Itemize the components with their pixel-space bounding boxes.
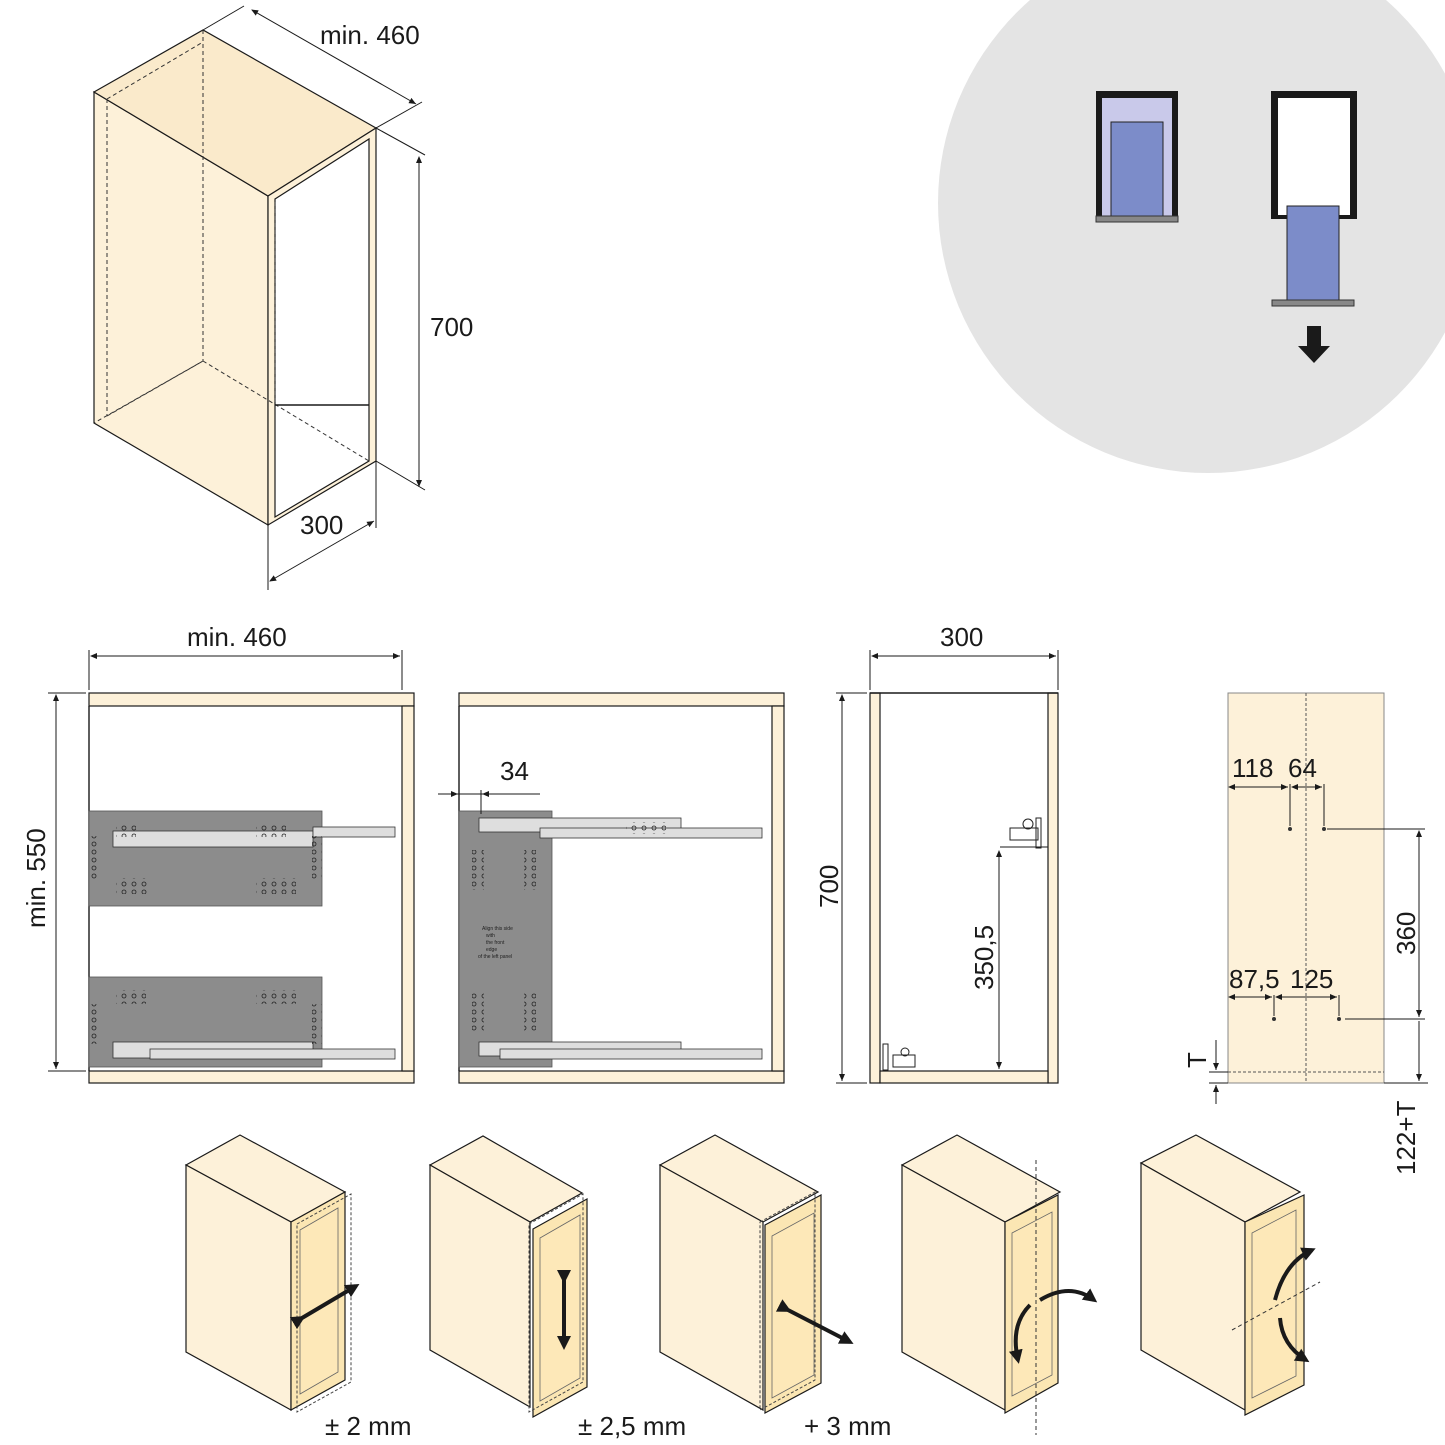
down-arrow-icon: [1298, 326, 1330, 363]
depth-adjust-arrow-icon: [289, 1283, 360, 1330]
side-depth-label: min. 460: [187, 622, 287, 652]
adjustment-2: ± 2,5 mm: [428, 1135, 686, 1441]
adjust-label-1: ± 2 mm: [325, 1411, 412, 1441]
tilt-arrow-down-icon: [1008, 1303, 1032, 1364]
inset-background: [938, 0, 1445, 473]
pullout-inset: [938, 0, 1445, 473]
lower-runner-right: [499, 1048, 763, 1060]
door-panel-view: 118 64 87,5 125 360 T 122+T: [1182, 692, 1428, 1175]
side-height-label: min. 550: [21, 828, 51, 928]
side-view-left: min. 460 min. 550: [21, 622, 415, 1084]
template-note: Align this side: [482, 926, 513, 932]
side-adjust-arrow-icon: [775, 1299, 854, 1344]
rotate-arrow-down-icon: [1278, 1317, 1310, 1363]
iso-cabinet: min. 460 700 300: [92, 5, 473, 590]
svg-text:the front: the front: [486, 940, 505, 946]
adjust-label-3: + 3 mm: [804, 1411, 891, 1441]
iso-depth-label: min. 460: [320, 20, 420, 50]
adjustment-5: [1139, 1134, 1321, 1416]
svg-text:edge: edge: [486, 947, 497, 953]
door-bottom-right-label: 125: [1290, 964, 1333, 994]
door-base-label: 122+T: [1391, 1100, 1421, 1175]
tilt-arrow-right-icon: [1038, 1288, 1098, 1303]
iso-width-label: 300: [300, 510, 343, 540]
side-view-right: Align this side with the front edge of t…: [438, 692, 785, 1084]
door-t-label: T: [1182, 1052, 1212, 1068]
adjustment-1: ± 2 mm: [184, 1134, 412, 1441]
upper-runner: [312, 826, 396, 838]
offset-label: 34: [500, 756, 529, 786]
front-height-label: 700: [814, 865, 844, 908]
door-top-right-label: 64: [1288, 753, 1317, 783]
door-spacing-label: 360: [1391, 912, 1421, 955]
adjustment-3: + 3 mm: [658, 1134, 891, 1441]
iso-height-label: 700: [430, 312, 473, 342]
adjust-label-2: ± 2,5 mm: [578, 1411, 686, 1441]
front-view: 300 700 350,5: [814, 622, 1059, 1084]
adjustment-4: [900, 1134, 1098, 1435]
hinge-upper-icon: [1000, 817, 1048, 849]
hinge-lower-icon: [882, 1043, 916, 1071]
hinge-height-label: 350,5: [969, 925, 999, 990]
front-width-label: 300: [940, 622, 983, 652]
iso-front-opening: [274, 137, 370, 519]
rotate-arrow-up-icon: [1273, 1247, 1316, 1301]
door-bottom-left-label: 87,5: [1229, 964, 1280, 994]
svg-text:with: with: [486, 933, 495, 939]
door-top-left-label: 118: [1232, 753, 1273, 783]
svg-text:of the left panel: of the left panel: [478, 954, 512, 960]
lower-runner: [149, 1048, 396, 1060]
inset-basket: [1286, 205, 1340, 302]
